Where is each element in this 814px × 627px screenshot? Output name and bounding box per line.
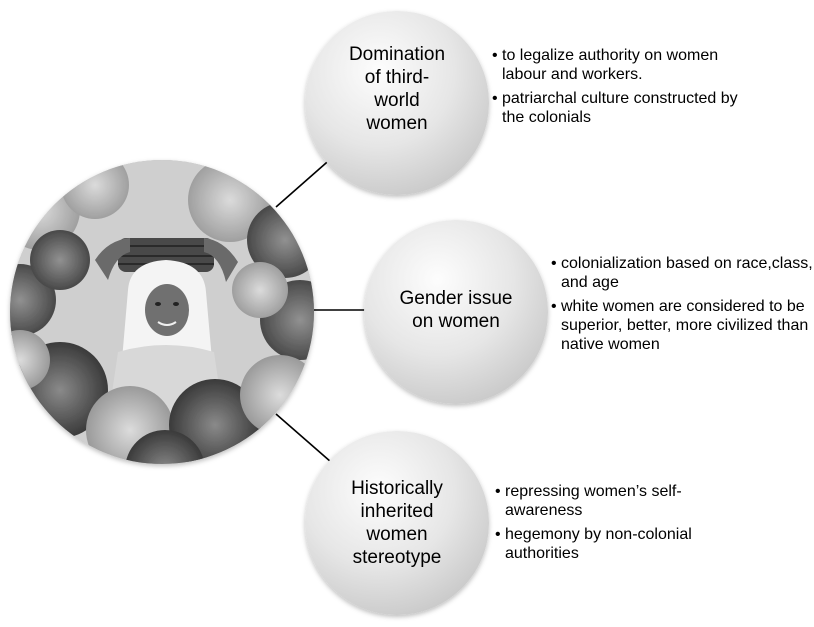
connector-line-bottom bbox=[275, 413, 332, 463]
connector-line-top bbox=[275, 155, 335, 208]
node-circle-domination bbox=[305, 11, 489, 195]
bullet-item: repressing women’s self-awareness bbox=[495, 482, 745, 520]
node-circle-gender-issue bbox=[364, 220, 548, 404]
connector-lines bbox=[275, 155, 366, 463]
bullet-item: patriarchal culture constructed by the c… bbox=[492, 89, 762, 127]
node-label-gender-issue: Gender issue on women bbox=[399, 288, 513, 332]
bullet-list-historically-inherited: repressing women’s self-awareness hegemo… bbox=[495, 482, 745, 568]
node-label-domination: Domination of third- world women bbox=[348, 44, 446, 134]
bullet-item: to legalize authority on women labour an… bbox=[492, 46, 762, 84]
bullet-item: hegemony by non-colonial authorities bbox=[495, 525, 745, 563]
bullet-item: colonialization based on race,class, and… bbox=[551, 254, 813, 292]
bullet-list-gender-issue: colonialization based on race,class, and… bbox=[551, 254, 813, 359]
bullet-list-domination: to legalize authority on women labour an… bbox=[492, 46, 762, 132]
node-circle-historically-inherited bbox=[305, 431, 489, 615]
center-photo bbox=[10, 160, 314, 464]
bullet-item: white women are considered to be superio… bbox=[551, 297, 813, 354]
node-label-historically-inherited: Historically inherited women stereotype bbox=[351, 478, 443, 568]
